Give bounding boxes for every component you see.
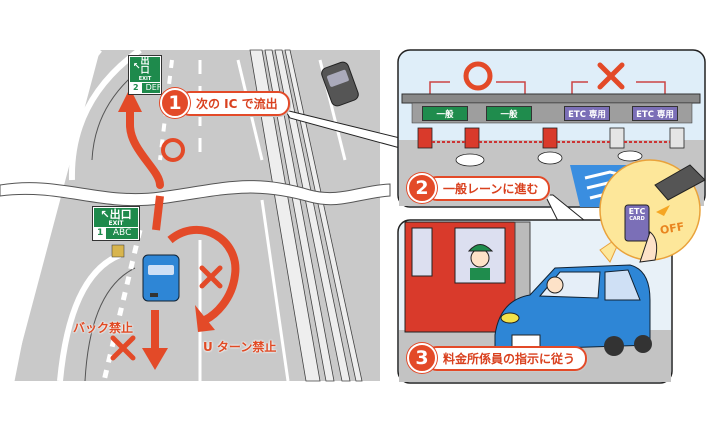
arrow-up-left-icon: ↖ (133, 61, 141, 72)
step-3-text: 料金所係員の指示に従う (425, 345, 588, 371)
no-uturn-label: U ターン禁止 (203, 340, 277, 354)
lane-sign-general-1: 一般 (422, 106, 468, 121)
etc-card-label: ETC CARD (628, 207, 646, 222)
step-1-callout: 1 次の IC で流出 (160, 88, 290, 118)
step-number-badge: 2 (407, 173, 437, 203)
arrow-up-left-icon: ↖ (100, 208, 110, 221)
step-2-text: 一般レーンに進む (425, 175, 551, 201)
step-3-callout: 3 料金所係員の指示に従う (407, 343, 588, 373)
blue-car (142, 254, 180, 302)
lane-sign-general-2: 一般 (486, 106, 532, 121)
step-1-text: 次の IC で流出 (178, 90, 290, 116)
step-number-badge: 1 (160, 88, 190, 118)
lane-sign-etc-1: ETC 専用 (564, 106, 610, 121)
lane-sign-etc-2: ETC 専用 (632, 106, 678, 121)
step-2-callout: 2 一般レーンに進む (407, 173, 551, 203)
no-reversing-label: バック禁止 (73, 321, 134, 335)
step-number-badge: 3 (407, 343, 437, 373)
